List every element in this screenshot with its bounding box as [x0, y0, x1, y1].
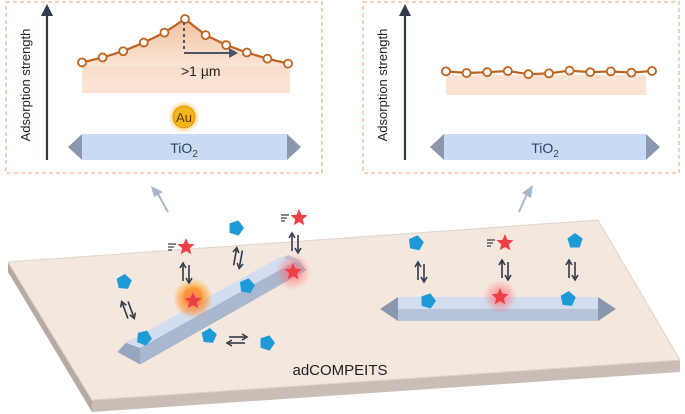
zoom-arrow-left [151, 186, 169, 213]
pentagon-icon [229, 220, 244, 236]
left-width-arrow-head-icon [229, 48, 238, 58]
left-profile-point [97, 52, 108, 63]
substrate-plate [7, 219, 681, 412]
left-profile-point [118, 46, 129, 57]
left-y-axis-label: Adsorption strength [18, 29, 33, 142]
right-profile-band [446, 75, 646, 95]
au-particle [172, 105, 196, 129]
exchange-arrow-icon [498, 258, 512, 282]
exchange-arrows [119, 231, 579, 347]
star-icon [290, 209, 308, 226]
technique-label: adCOMPEITS [292, 362, 387, 379]
pentagon-icon [137, 330, 152, 346]
pentagon-icon [567, 233, 583, 248]
right-profile-point [502, 66, 513, 76]
right-profile-point [626, 67, 637, 78]
exchange-arrow-icon [414, 260, 428, 284]
left-annotation-label: >1 µm [181, 63, 221, 79]
left-profile-point [262, 53, 273, 64]
left-tio2-label: TiO2 [170, 140, 198, 160]
star-icon [496, 234, 514, 251]
star-icon [284, 263, 302, 280]
exchange-arrow-icon [119, 300, 137, 320]
left-profile-point [159, 27, 170, 38]
left-profile-point [221, 40, 232, 50]
left-profile-point [241, 47, 252, 58]
au-particle-label: Au [176, 110, 192, 125]
exchange-arrow-icon [288, 231, 302, 255]
left-profile-point [77, 57, 87, 68]
pentagon-icon [240, 278, 255, 294]
right-profile-point [523, 69, 534, 80]
zoom-arrow-right [518, 185, 533, 213]
pentagon-icon [409, 235, 424, 251]
right-profile-point [564, 65, 575, 76]
left-y-axis-arrow-icon [41, 4, 53, 16]
pentagon-icon [260, 335, 275, 351]
right-y-axis-arrow-icon [399, 4, 411, 16]
exchange-arrow-icon [225, 333, 249, 347]
star-speed-lines [168, 214, 495, 251]
right-tio2-support: TiO2 [430, 134, 660, 160]
product-stars [177, 209, 514, 309]
right-profile-point [647, 66, 657, 76]
pentagon-icon [201, 328, 217, 343]
pentagon-icon [116, 274, 132, 289]
left-panel: Adsorption strength >1 µm Au TiO2 [5, 1, 323, 174]
right-profile-point [585, 67, 596, 78]
pentagon-icon [560, 291, 576, 306]
left-profile-points [77, 14, 293, 69]
star-icon [184, 292, 202, 309]
right-profile-point [461, 68, 472, 78]
star-icon [177, 238, 195, 255]
reactant-pentagons [116, 220, 583, 351]
exchange-arrow-icon [179, 261, 193, 285]
left-tio2-support: TiO2 [68, 134, 301, 160]
right-profile-point [544, 68, 554, 79]
right-profile-point [605, 66, 616, 77]
left-profile-point [180, 14, 190, 24]
left-profile-point [200, 30, 211, 41]
star-icon [491, 288, 509, 305]
right-tio2-label: TiO2 [531, 140, 559, 160]
right-y-axis-label: Adsorption strength [375, 29, 390, 142]
right-profile-point [441, 66, 451, 77]
exchange-arrow-icon [232, 246, 244, 270]
right-panel: Adsorption strength TiO2 [362, 1, 680, 174]
exchange-arrow-icon [565, 258, 579, 282]
right-profile-point [482, 67, 493, 78]
left-profile-point [283, 58, 293, 69]
pentagon-icon [421, 293, 436, 309]
left-profile-point [138, 37, 149, 48]
right-profile-points [441, 65, 657, 80]
